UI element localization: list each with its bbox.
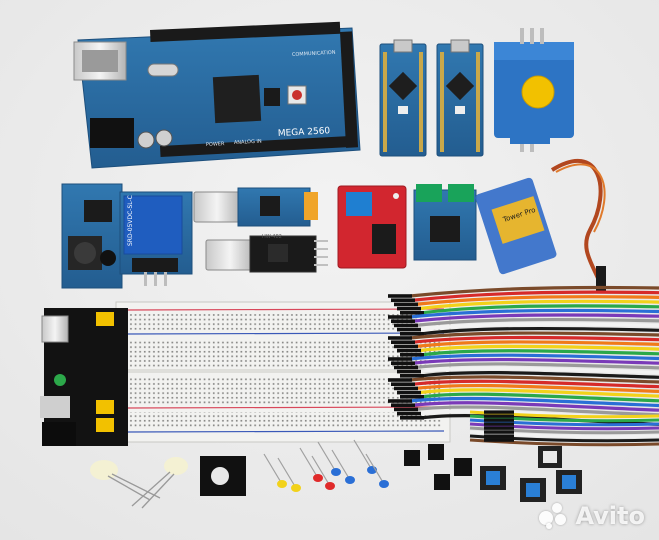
arduino-nano-left xyxy=(379,39,427,157)
reset-button xyxy=(292,90,302,100)
rgb-led-module xyxy=(200,456,246,496)
tactile-buttons xyxy=(404,444,582,502)
mega-power-label: POWER xyxy=(206,141,225,148)
avito-watermark: Avito xyxy=(539,502,645,530)
potentiometer-module xyxy=(494,28,574,152)
avito-watermark-text: Avito xyxy=(575,502,645,530)
rgb-leds xyxy=(90,457,188,509)
usb-ttl-adapter-bottom: HW-482 xyxy=(205,234,328,273)
usb-module-label: HW-482 xyxy=(262,234,282,240)
mega-comm-label: COMMUNICATION xyxy=(292,50,336,58)
servo-sg90: Tower Pro xyxy=(475,158,606,292)
atmega-chip xyxy=(212,74,262,124)
color-leds xyxy=(263,439,389,492)
arduino-mega-board: MEGA 2560 COMMUNICATION POWER ANALOG IN xyxy=(73,21,361,169)
dupont-jumper-cables xyxy=(388,285,659,447)
avito-logo-icon xyxy=(539,503,569,529)
arduino-nano-right xyxy=(436,39,484,157)
usb-ttl-adapter-top xyxy=(193,187,318,227)
mosfet-module xyxy=(337,185,407,269)
mega-title-label: MEGA 2560 xyxy=(278,126,331,139)
mega-analog-label: ANALOG IN xyxy=(234,139,262,146)
motor-driver-module xyxy=(413,184,477,261)
relay-label: SRD-05VDC-SL-C xyxy=(127,195,134,246)
breadboard-power-module xyxy=(40,308,128,446)
buck-converter-module xyxy=(61,183,123,289)
pot-knob xyxy=(521,75,555,109)
dc-jack xyxy=(90,118,134,148)
relay-module: SRD-05VDC-SL-C xyxy=(119,191,193,286)
